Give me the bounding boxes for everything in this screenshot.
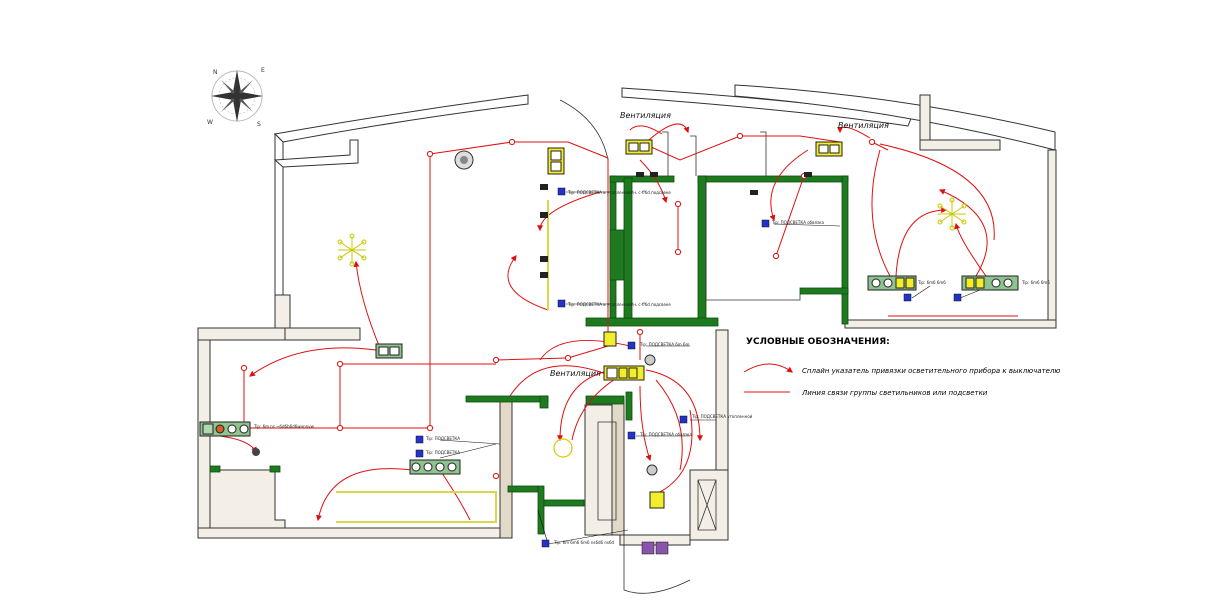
ceiling-fan-icon[interactable]: [646, 464, 658, 476]
chandelier-icon[interactable]: [337, 233, 367, 267]
light-point-icon[interactable]: [674, 248, 682, 256]
light-points: [240, 132, 876, 480]
type-marker-icon: [627, 431, 636, 440]
ventilation-label-3: Вентиляция: [550, 369, 601, 378]
light-point-icon[interactable]: [426, 150, 434, 158]
type-marker-icon: [557, 187, 566, 196]
type-marker-icon: [953, 293, 962, 302]
type-marker-icon: [679, 415, 688, 424]
legend-spline-sample: [743, 363, 793, 373]
type-marker-icon: [541, 539, 550, 548]
note-b: Tip: ПОДСВЕТКА в утопленной/н. с-ffбd.по…: [567, 302, 671, 307]
type-marker-icon: [903, 293, 912, 302]
note-k: Tip: 6m6 6m6: [917, 280, 946, 285]
ventilation-label-1: Вентиляция: [620, 111, 671, 120]
type-marker-icon: [415, 435, 424, 444]
note-h: Tip: ПОДСВЕТКА обвязка: [639, 432, 692, 437]
compass-w: W: [207, 119, 213, 126]
type-marker-icon: [655, 541, 669, 555]
type-marker-icon: [641, 541, 655, 555]
legend-item-spline: Сплайн указатель привязки осветительного…: [802, 367, 1060, 375]
note-f: Tip: ПОДСВЕТКА 6m 6m: [639, 342, 689, 347]
ceiling-fan-icon[interactable]: [644, 354, 656, 366]
note-g: Tip: ПОДСВЕТКА утопленной: [691, 414, 753, 419]
compass-e: E: [261, 67, 265, 74]
switch-block-icon[interactable]: [649, 491, 665, 509]
switch-block-icon[interactable]: [603, 365, 645, 381]
switch-block-icon[interactable]: [547, 147, 565, 175]
socket-block-icon[interactable]: [199, 421, 251, 437]
leader-lines: [439, 191, 991, 545]
note-i: Tip: 6m ns ~бd6b6d6wнnnvw: [253, 424, 315, 429]
note-j: Tip: 6m 6m6 6m6 ns6d6 ns6d: [553, 540, 615, 545]
switch-block-icon[interactable]: [375, 343, 403, 359]
light-point-icon[interactable]: [736, 132, 744, 140]
note-a: Tip: ПОДСВЕТКА в утопленной/н. с-ffбd.по…: [567, 190, 671, 195]
light-point-icon[interactable]: [426, 424, 434, 432]
room-outlines: [559, 99, 801, 594]
light-point-icon[interactable]: [772, 252, 780, 260]
type-marker-icon: [557, 299, 566, 308]
wall-lamp-icon[interactable]: [540, 172, 812, 278]
ventilation-labels: Вентиляция Вентиляция Вентиляция: [550, 111, 889, 378]
compass-rose-icon: N E S W: [207, 67, 265, 128]
light-point-icon[interactable]: [492, 472, 500, 480]
round-light-icon[interactable]: [252, 448, 260, 456]
legend-title: УСЛОВНЫЕ ОБОЗНАЧЕНИЯ:: [746, 337, 890, 347]
switch-block-icon[interactable]: [625, 139, 653, 155]
light-point-icon[interactable]: [492, 356, 500, 364]
note-c: Tip: ПОДСВЕТКА обвязка: [771, 220, 824, 225]
spline-pointers: [219, 123, 995, 522]
light-point-icon[interactable]: [336, 360, 344, 368]
light-point-icon[interactable]: [674, 200, 682, 208]
led-strips: [336, 200, 549, 523]
ventilation-label-2: Вентиляция: [838, 121, 889, 130]
switch-block-icon[interactable]: [603, 331, 617, 347]
switch-block-icon[interactable]: [815, 141, 843, 157]
light-point-icon[interactable]: [508, 138, 516, 146]
compass-n: N: [213, 69, 218, 76]
type-marker-icon: [761, 219, 770, 228]
socket-block-icon[interactable]: [409, 459, 461, 475]
light-point-icon[interactable]: [240, 364, 248, 372]
notes: Tip: ПОДСВЕТКА в утопленной/н. с-ffбd.по…: [253, 190, 1050, 545]
legend: УСЛОВНЫЕ ОБОЗНАЧЕНИЯ: Сплайн указатель п…: [743, 337, 1060, 397]
note-e: Tip: ПОДСВЕТКА: [425, 450, 460, 455]
type-marker-icon: [627, 341, 636, 350]
compass-s: S: [257, 121, 261, 128]
ceiling-fan-icon[interactable]: [454, 150, 474, 170]
light-point-icon[interactable]: [564, 354, 572, 362]
structural-walls: [209, 175, 849, 535]
note-l: Tip: 6m6 6m6: [1021, 280, 1050, 285]
note-d: Tip: ПОДСВЕТКА: [425, 436, 460, 441]
type-marker-icon: [415, 449, 424, 458]
legend-item-line: Линия связи группы светильников или подс…: [801, 389, 988, 397]
round-light-icon[interactable]: [553, 438, 573, 458]
socket-block-icon[interactable]: [867, 275, 917, 291]
chandelier-icon[interactable]: [937, 197, 967, 231]
light-point-icon[interactable]: [868, 138, 876, 146]
socket-block-icon[interactable]: [961, 275, 1019, 291]
light-point-icon[interactable]: [636, 328, 644, 336]
type-markers: [415, 187, 962, 555]
light-point-icon[interactable]: [336, 424, 344, 432]
